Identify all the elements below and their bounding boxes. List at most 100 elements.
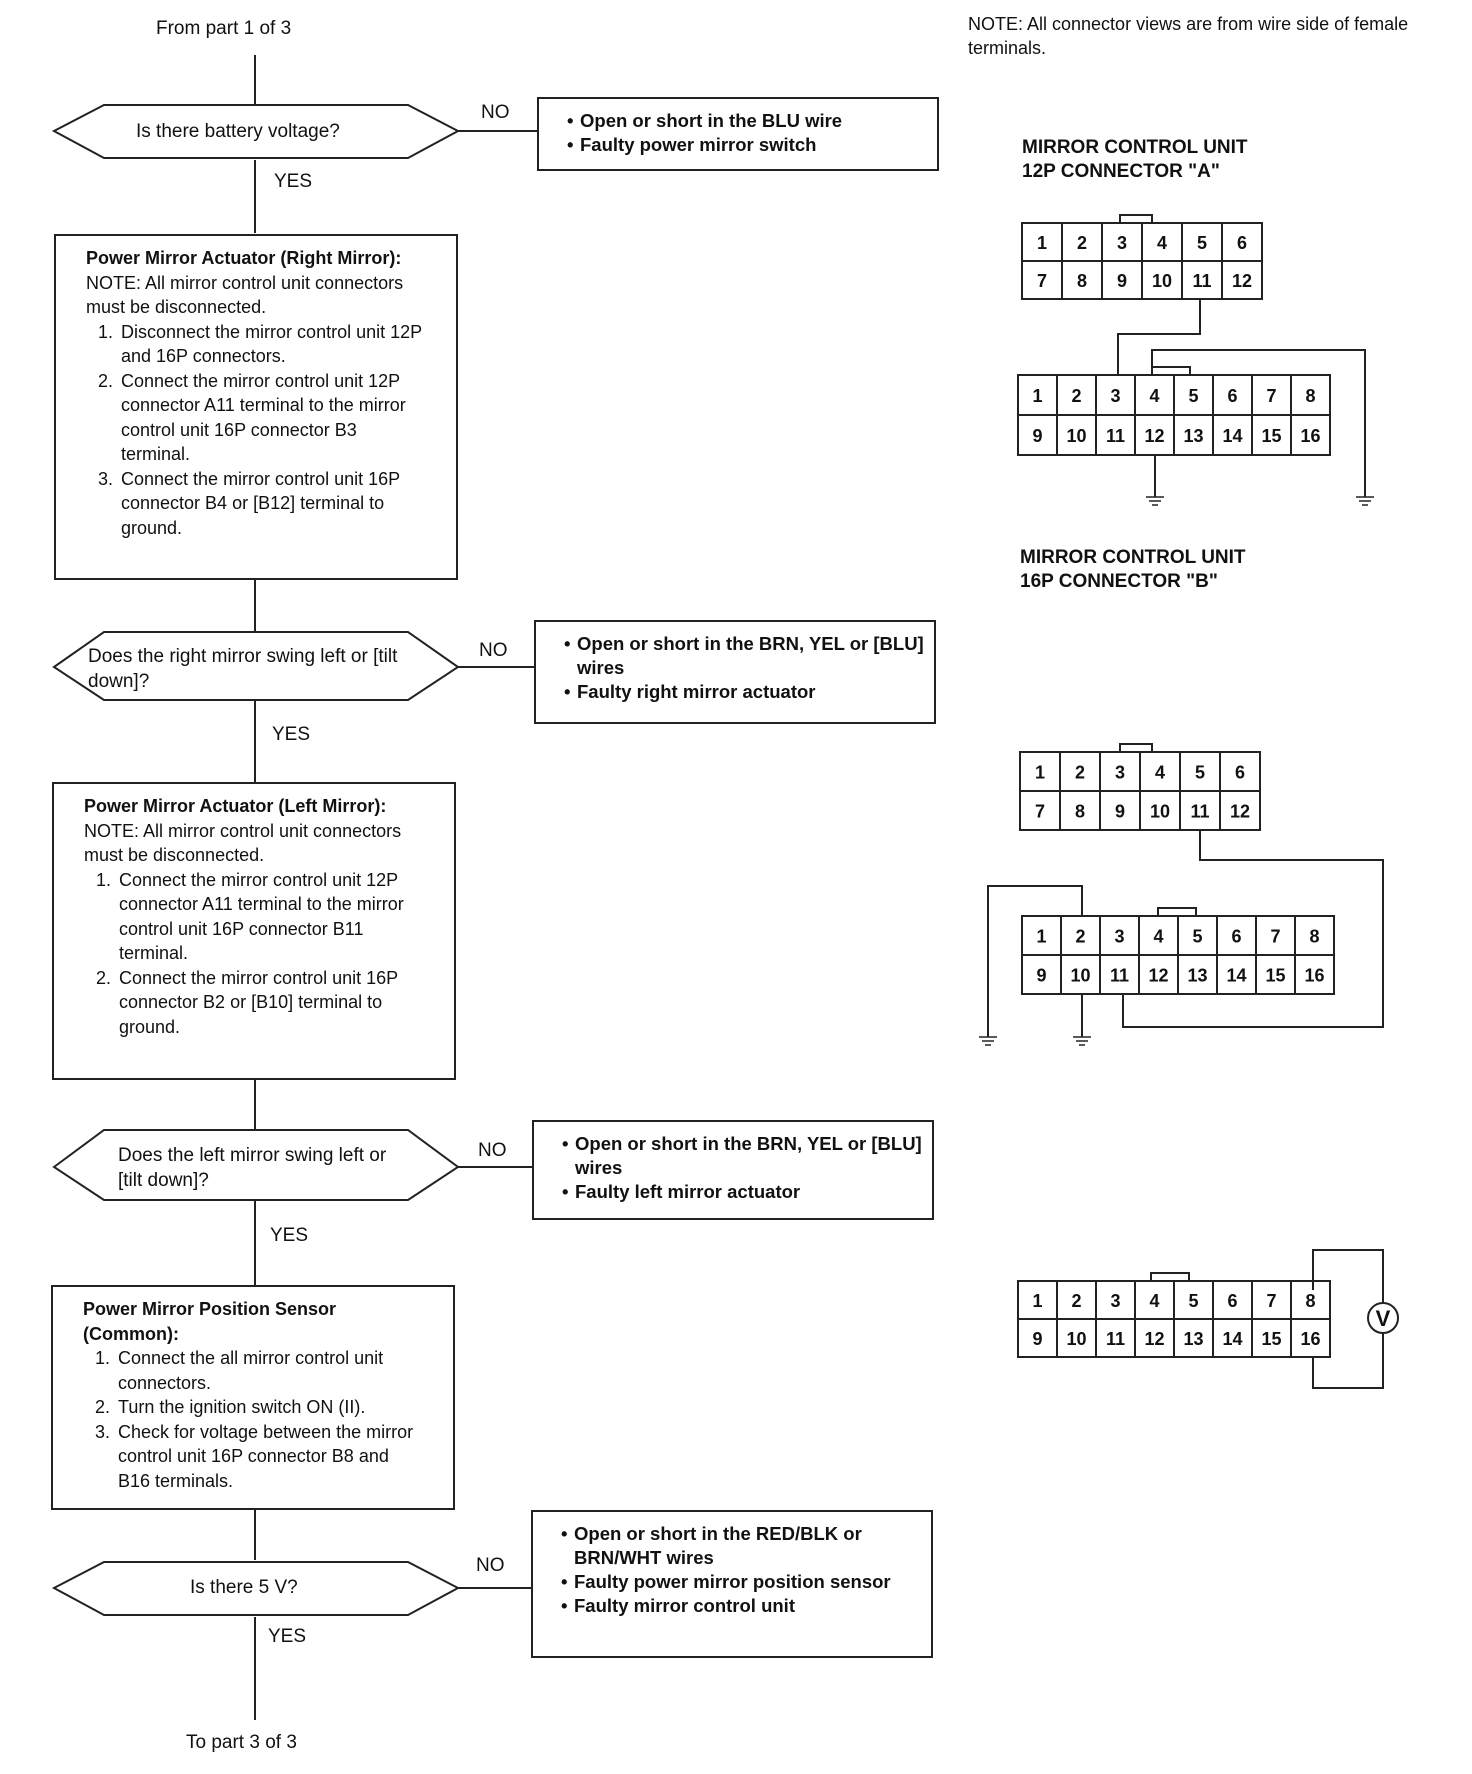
- caption-line: 12P CONNECTOR "A": [1022, 161, 1220, 182]
- pin-number: 1: [1037, 233, 1047, 253]
- pin-number: 1: [1032, 386, 1042, 406]
- voltmeter-icon: [1367, 1302, 1399, 1334]
- pin-number: 7: [1037, 271, 1047, 291]
- connector-16p-b-1-key-tab: [1151, 366, 1191, 376]
- pin-number: 9: [1117, 271, 1127, 291]
- pin-number: 6: [1227, 1291, 1237, 1311]
- result-item: Faulty mirror control unit: [561, 1594, 921, 1618]
- pin-number: 1: [1036, 927, 1046, 947]
- step-item: Check for voltage between the mirror con…: [115, 1420, 425, 1494]
- pin-number: 3: [1110, 386, 1120, 406]
- result-item: Faulty power mirror position sensor: [561, 1570, 921, 1594]
- to-part-label: To part 3 of 3: [186, 1732, 297, 1753]
- pin-number: 7: [1266, 386, 1276, 406]
- pin-number: 14: [1222, 1329, 1242, 1349]
- pin-number: 11: [1106, 426, 1125, 446]
- step-item: Connect the mirror control unit 16P conn…: [118, 467, 428, 541]
- step-note: NOTE: All mirror control unit connectors…: [86, 272, 404, 318]
- result-item: Open or short in the RED/BLK or BRN/WHT …: [561, 1522, 921, 1570]
- pin-number: 4: [1149, 1291, 1159, 1311]
- pin-number: 10: [1066, 1329, 1086, 1349]
- pin-number: 9: [1115, 802, 1125, 822]
- pin-number: 11: [1190, 802, 1209, 822]
- pin-number: 15: [1265, 966, 1285, 986]
- caption-line: 16P CONNECTOR "B": [1020, 571, 1218, 592]
- pin-number: 14: [1226, 966, 1246, 986]
- connector-view-note: NOTE: All connector views are from wire …: [968, 14, 1409, 58]
- pin-number: 15: [1261, 426, 1281, 446]
- caption-12p-connector-a: MIRROR CONTROL UNIT 12P CONNECTOR "A": [1022, 136, 1248, 184]
- pin-number: 16: [1304, 966, 1324, 986]
- no-label-2: NO: [479, 640, 508, 661]
- pin-number: 5: [1192, 927, 1202, 947]
- pin-number: 4: [1149, 386, 1159, 406]
- step-item: Connect the mirror control unit 16P conn…: [116, 966, 426, 1040]
- pin-number: 8: [1305, 1291, 1315, 1311]
- result-item: Faulty right mirror actuator: [564, 680, 924, 704]
- jumper-wire-a11-b11: [1122, 830, 1384, 1028]
- pin-number: 10: [1152, 271, 1172, 291]
- step-position-sensor: Power Mirror Position Sensor (Common): C…: [51, 1285, 455, 1510]
- pin-number: 12: [1144, 1329, 1164, 1349]
- step-left-mirror-actuator: Power Mirror Actuator (Left Mirror): NOT…: [52, 782, 456, 1080]
- connector-16p-b-3-key-tab: [1150, 1272, 1190, 1282]
- step-item: Connect the all mirror control unit conn…: [115, 1346, 425, 1395]
- yes-label-1: YES: [274, 171, 313, 192]
- connector-12p-a-2-key-tab: [1119, 743, 1153, 753]
- yes-label-4: YES: [268, 1626, 307, 1647]
- pin-number: 2: [1075, 763, 1085, 783]
- caption-line: MIRROR CONTROL UNIT: [1020, 547, 1246, 568]
- ground-symbol-icon: [1073, 1036, 1091, 1046]
- pin-number: 1: [1032, 1291, 1042, 1311]
- pin-number: 12: [1230, 802, 1250, 822]
- ground-symbol-icon: [979, 1036, 997, 1046]
- pin-number: 10: [1150, 802, 1170, 822]
- pin-number: 9: [1036, 966, 1046, 986]
- decision-5v: Is there 5 V?: [190, 1577, 298, 1598]
- ground-symbol-icon: [1146, 496, 1164, 506]
- ground-wire-b2: [987, 885, 1083, 1037]
- step-heading: Power Mirror Actuator (Right Mirror):: [86, 248, 402, 268]
- pin-number: 10: [1066, 426, 1086, 446]
- from-part-label: From part 1 of 3: [156, 18, 292, 39]
- pin-number: 4: [1155, 763, 1165, 783]
- pin-number: 8: [1309, 927, 1319, 947]
- step-heading: Power Mirror Position Sensor (Common):: [83, 1299, 337, 1344]
- pin-number: 7: [1266, 1291, 1276, 1311]
- step-heading: Power Mirror Actuator (Left Mirror):: [84, 796, 387, 816]
- pin-number: 10: [1070, 966, 1090, 986]
- pin-number: 6: [1235, 763, 1245, 783]
- pin-number: 3: [1110, 1291, 1120, 1311]
- ground-symbol-icon: [1356, 496, 1374, 506]
- result-item: Faulty left mirror actuator: [562, 1180, 922, 1204]
- result-box-3: Open or short in the BRN, YEL or [BLU] w…: [532, 1120, 934, 1220]
- pin-number: 8: [1077, 271, 1087, 291]
- pin-number: 2: [1075, 927, 1085, 947]
- pin-number: 1: [1035, 763, 1045, 783]
- pin-number: 11: [1192, 271, 1211, 291]
- pin-number: 6: [1231, 927, 1241, 947]
- pin-number: 2: [1077, 233, 1087, 253]
- result-item: Faulty power mirror switch: [567, 133, 927, 157]
- step-note: NOTE: All mirror control unit connectors…: [84, 820, 402, 866]
- pin-number: 5: [1188, 386, 1198, 406]
- voltmeter-lead-b8: [1312, 1249, 1384, 1303]
- no-label-1: NO: [481, 102, 510, 123]
- voltmeter-lead-b16: [1312, 1333, 1384, 1389]
- caption-line: MIRROR CONTROL UNIT: [1022, 137, 1248, 158]
- pin-number: 4: [1157, 233, 1167, 253]
- result-box-4: Open or short in the RED/BLK or BRN/WHT …: [531, 1510, 933, 1658]
- pin-number: 6: [1237, 233, 1247, 253]
- pin-number: 13: [1187, 966, 1207, 986]
- pin-number: 13: [1183, 426, 1203, 446]
- pin-number: 16: [1300, 1329, 1320, 1349]
- pin-number: 11: [1106, 1329, 1125, 1349]
- pin-number: 14: [1222, 426, 1242, 446]
- pin-number: 4: [1153, 927, 1163, 947]
- pin-number: 12: [1232, 271, 1252, 291]
- pin-number: 5: [1195, 763, 1205, 783]
- pin-number: 6: [1227, 386, 1237, 406]
- step-item: Disconnect the mirror control unit 12P a…: [118, 320, 428, 369]
- no-label-3: NO: [478, 1140, 507, 1161]
